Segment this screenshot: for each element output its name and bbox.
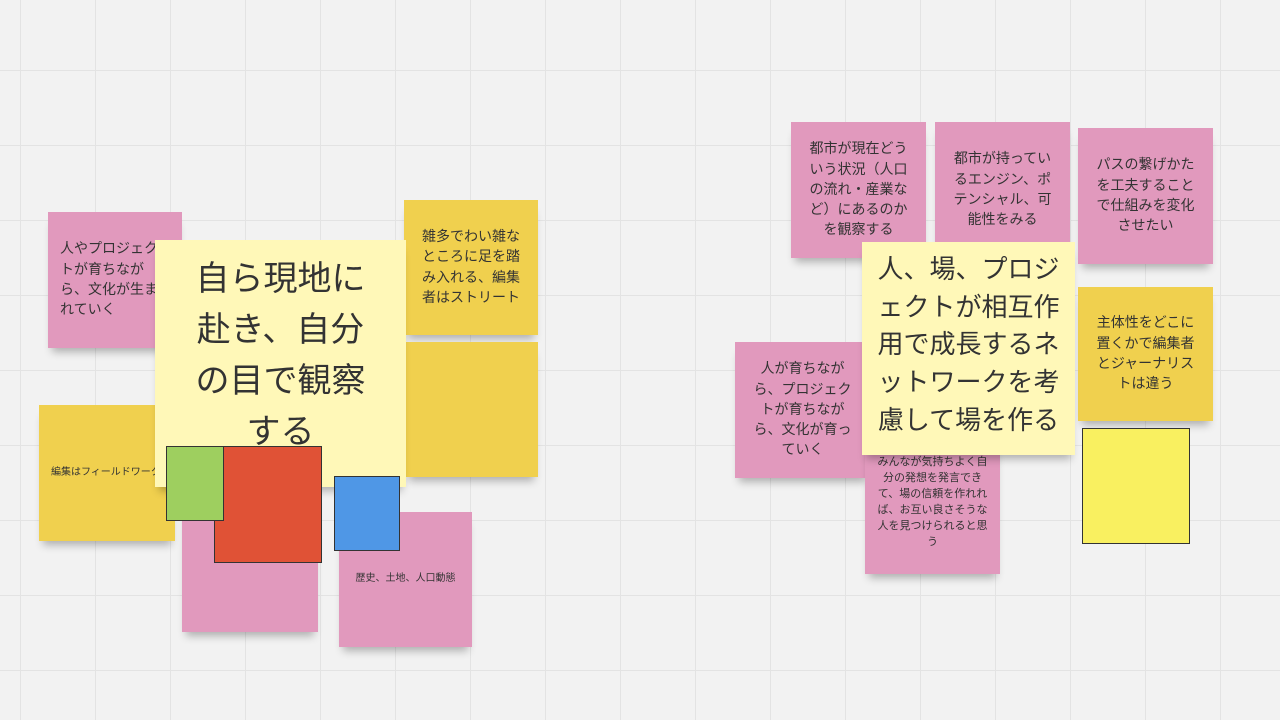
green-rectangle-shape[interactable] — [166, 446, 224, 521]
red-square-shape[interactable] — [214, 446, 322, 563]
note-text: 自ら現地に赴き、自分の目で観察する — [195, 259, 366, 452]
sticky-note[interactable]: 人が育ちながら、プロジェクトが育ちながら、文化が育っていく — [735, 342, 870, 478]
sticky-note-main[interactable]: 自ら現地に赴き、自分の目で観察する — [155, 240, 406, 487]
note-text: 人が育ちながら、プロジェクトが育ちながら、文化が育っていく — [753, 361, 852, 459]
note-text: 都市が現在どういう状況（人口の流れ・産業など）にあるのかを観察する — [809, 141, 908, 239]
sticky-note-empty[interactable] — [405, 342, 538, 477]
note-text: 主体性をどこに置くかで編集者とジャーナリストは違う — [1096, 315, 1195, 393]
sticky-note[interactable]: 都市が現在どういう状況（人口の流れ・産業など）にあるのかを観察する — [791, 122, 926, 258]
note-text: みんなが気持ちよく自分の発想を発言できて、場の信頼を作れれば、お互い良さそうな人… — [877, 455, 988, 549]
sticky-note[interactable]: 雑多でわい雑なところに足を踏み入れる、編集者はストリート — [404, 200, 538, 335]
note-text: 人、場、プロジェクトが相互作用で成長するネットワークを考慮して場を作る — [877, 255, 1060, 436]
sticky-note[interactable]: パスの繋げかたを工夫することで仕組みを変化させたい — [1078, 128, 1213, 264]
note-text: 編集はフィールドワーク — [51, 466, 161, 478]
note-text: 都市が持っているエンジン、ポテンシャル、可能性をみる — [953, 151, 1052, 229]
sticky-note[interactable]: 編集はフィールドワーク — [39, 405, 175, 541]
note-text: 人やプロジェクトが育ちながら、文化が生まれていく — [60, 241, 158, 319]
sticky-note[interactable]: みんなが気持ちよく自分の発想を発言できて、場の信頼を作れれば、お互い良さそうな人… — [865, 440, 1000, 574]
yellow-square-shape[interactable] — [1082, 428, 1190, 544]
sticky-note[interactable]: 都市が持っているエンジン、ポテンシャル、可能性をみる — [935, 122, 1070, 258]
note-text: 歴史、土地、人口動態 — [355, 573, 456, 585]
sticky-note[interactable]: 主体性をどこに置くかで編集者とジャーナリストは違う — [1078, 287, 1213, 421]
note-text: パスの繋げかたを工夫することで仕組みを変化させたい — [1096, 157, 1195, 235]
sticky-note-main[interactable]: 人、場、プロジェクトが相互作用で成長するネットワークを考慮して場を作る — [862, 242, 1075, 455]
note-text: 雑多でわい雑なところに足を踏み入れる、編集者はストリート — [422, 228, 520, 306]
blue-square-shape[interactable] — [334, 476, 400, 551]
